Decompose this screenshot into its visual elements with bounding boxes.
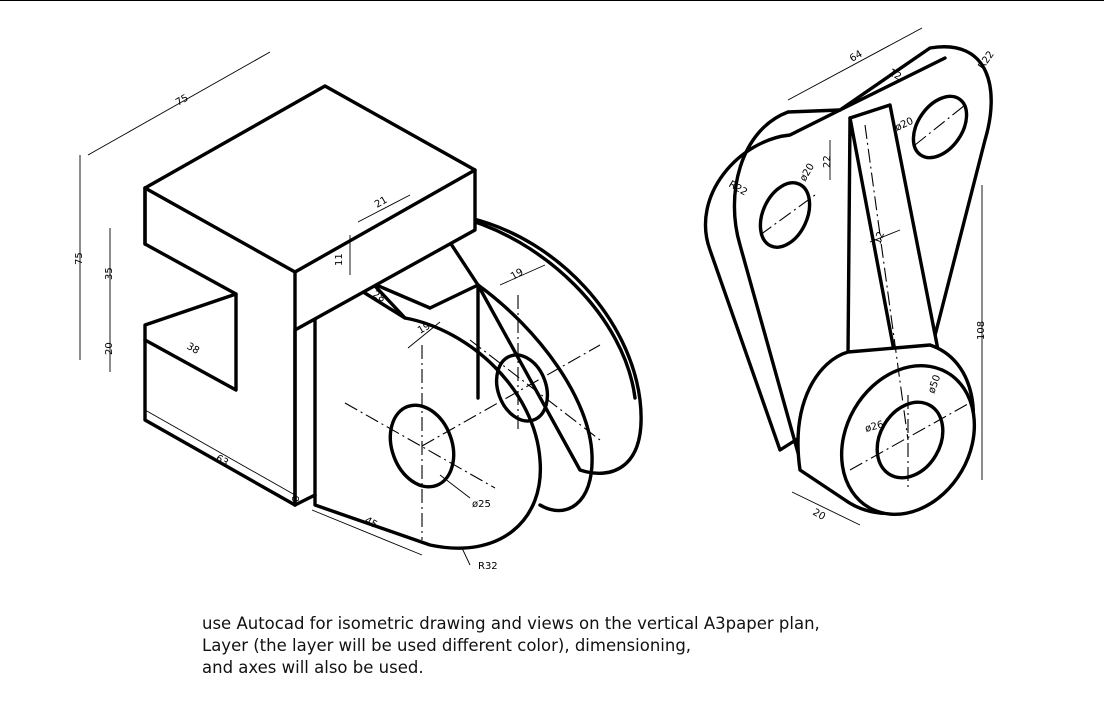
plate-hole-right bbox=[911, 94, 969, 160]
notch-edge bbox=[143, 292, 238, 342]
dim-75-top: 75 bbox=[174, 93, 191, 109]
left-hole-axis bbox=[759, 194, 816, 236]
leader-25 bbox=[439, 474, 471, 499]
main-block-outline bbox=[143, 84, 477, 507]
front-ear-thickness bbox=[476, 283, 594, 513]
front-hole-axis-h bbox=[344, 402, 496, 489]
dim-line-20 bbox=[791, 491, 861, 526]
instruction-line-1: use Autocad for isometric drawing and vi… bbox=[202, 614, 820, 633]
dim-line-45 bbox=[311, 509, 423, 556]
ear-axis-diag bbox=[421, 344, 601, 447]
rear-hole-axis-h bbox=[469, 339, 601, 441]
assignment-instructions: use Autocad for isometric drawing and vi… bbox=[202, 613, 902, 679]
dim-20: 20 bbox=[811, 507, 828, 523]
right-hole-axis bbox=[914, 104, 966, 146]
slot-floor bbox=[428, 283, 480, 310]
dim-11: 11 bbox=[334, 253, 345, 266]
dim-phi26: ø26 bbox=[864, 419, 885, 435]
dim-line-75-top bbox=[87, 51, 271, 156]
dim-35: 35 bbox=[104, 267, 115, 280]
dim-108: 108 bbox=[976, 321, 987, 340]
dim-12-rib: 12 bbox=[872, 230, 887, 246]
dim-75-side: 75 bbox=[74, 252, 85, 265]
dim-line-19-front bbox=[407, 321, 441, 349]
dim-phi25: ø25 bbox=[472, 499, 491, 510]
right-isometric-part: 64 12 R22 R22 ø20 ø20 22 12 108 ø50 ø26 … bbox=[703, 27, 997, 526]
dim-r32: R32 bbox=[478, 561, 498, 572]
instruction-line-2: Layer (the layer will be used different … bbox=[202, 636, 692, 655]
base-step bbox=[293, 493, 317, 507]
dim-line-21 bbox=[357, 194, 411, 223]
rear-hole-hint bbox=[494, 353, 550, 423]
boss-hole-26 bbox=[875, 400, 945, 480]
dim-line-64 bbox=[787, 27, 923, 101]
leader-r32 bbox=[461, 547, 471, 566]
rib-axis bbox=[864, 124, 909, 441]
dim-64: 64 bbox=[848, 49, 865, 65]
dim-line-12-rib bbox=[869, 229, 901, 243]
plate-hole-left bbox=[758, 181, 812, 249]
rib-edge bbox=[846, 116, 852, 357]
plate-top-edge bbox=[838, 56, 947, 112]
top-border-line bbox=[0, 0, 1104, 1]
dim-22: 22 bbox=[822, 155, 833, 168]
dim-38: 38 bbox=[185, 341, 202, 357]
dim-8: 8 bbox=[291, 496, 302, 502]
instruction-line-3: and axes will also be used. bbox=[202, 658, 424, 677]
plate-inner-edge bbox=[732, 108, 842, 462]
dim-line-19-rear bbox=[499, 264, 546, 286]
dim-r22-top: R22 bbox=[976, 49, 996, 71]
rear-ear-outline bbox=[428, 210, 643, 475]
dim-line-63 bbox=[144, 409, 296, 496]
left-isometric-part: 75 75 35 20 38 63 8 45 21 11 28 19 19 ø2… bbox=[74, 51, 643, 572]
dim-20: 20 bbox=[104, 342, 115, 355]
